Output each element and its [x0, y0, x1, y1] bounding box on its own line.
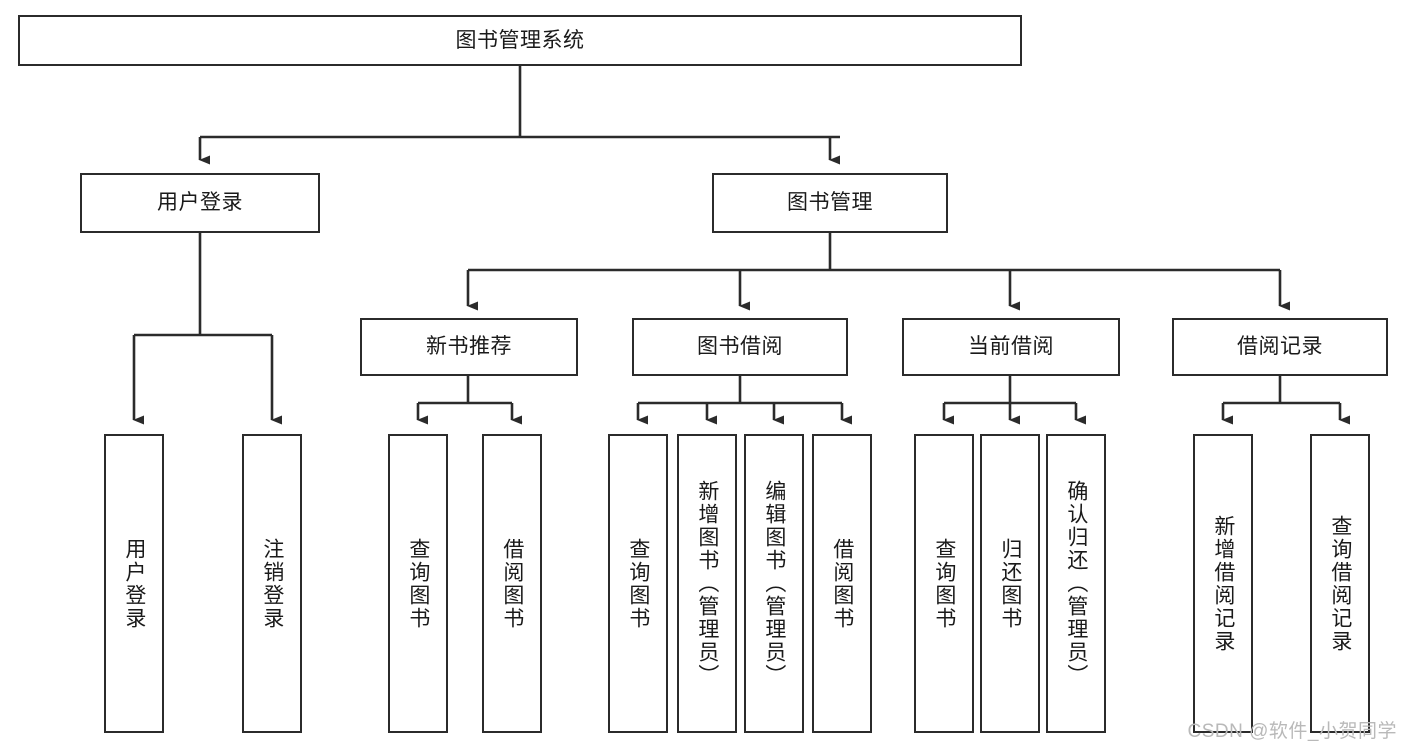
node-leaf-user-logout[interactable]: 注销登录: [242, 434, 302, 733]
node-leaf-return-book[interactable]: 归还图书: [980, 434, 1040, 733]
node-leaf-edit-book[interactable]: 编辑图书（管理员）: [744, 434, 804, 733]
node-current-borrow-label: 当前借阅: [968, 335, 1054, 359]
node-book-manage-label: 图书管理: [787, 191, 873, 215]
node-book-borrow[interactable]: 图书借阅: [632, 318, 848, 376]
node-root-label: 图书管理系统: [455, 28, 585, 52]
node-leaf-confirm-return[interactable]: 确认归还（管理员）: [1046, 434, 1106, 733]
node-leaf-user-logout-label: 注销登录: [260, 537, 284, 630]
node-book-borrow-label: 图书借阅: [697, 335, 783, 359]
node-leaf-query-book-2[interactable]: 查询图书: [608, 434, 668, 733]
node-leaf-add-book[interactable]: 新增图书（管理员）: [677, 434, 737, 733]
node-leaf-add-record-label: 新增借阅记录: [1211, 514, 1235, 653]
node-leaf-query-book-1[interactable]: 查询图书: [388, 434, 448, 733]
node-leaf-add-book-label: 新增图书（管理员）: [695, 480, 719, 687]
node-borrow-record-label: 借阅记录: [1237, 335, 1323, 359]
node-user-login-label: 用户登录: [157, 191, 243, 215]
node-leaf-borrow-book-1-label: 借阅图书: [500, 537, 524, 630]
node-leaf-query-book-2-label: 查询图书: [626, 537, 650, 630]
node-new-book-recommend-label: 新书推荐: [426, 335, 512, 359]
node-new-book-recommend[interactable]: 新书推荐: [360, 318, 578, 376]
node-leaf-query-book-3[interactable]: 查询图书: [914, 434, 974, 733]
node-leaf-user-login-label: 用户登录: [122, 537, 146, 630]
node-leaf-user-login[interactable]: 用户登录: [104, 434, 164, 733]
node-leaf-confirm-return-label: 确认归还（管理员）: [1064, 480, 1088, 687]
node-leaf-borrow-book-2-label: 借阅图书: [830, 537, 854, 630]
node-leaf-return-book-label: 归还图书: [998, 537, 1022, 630]
node-leaf-query-book-3-label: 查询图书: [932, 537, 956, 630]
node-leaf-query-record[interactable]: 查询借阅记录: [1310, 434, 1370, 733]
node-current-borrow[interactable]: 当前借阅: [902, 318, 1120, 376]
node-user-login[interactable]: 用户登录: [80, 173, 320, 233]
node-root[interactable]: 图书管理系统: [18, 15, 1022, 66]
node-book-manage[interactable]: 图书管理: [712, 173, 948, 233]
node-leaf-borrow-book-2[interactable]: 借阅图书: [812, 434, 872, 733]
node-leaf-edit-book-label: 编辑图书（管理员）: [762, 480, 786, 687]
node-leaf-borrow-book-1[interactable]: 借阅图书: [482, 434, 542, 733]
node-leaf-query-book-1-label: 查询图书: [406, 537, 430, 630]
node-leaf-query-record-label: 查询借阅记录: [1328, 514, 1352, 653]
csdn-watermark: CSDN @软件_小贺同学: [1187, 721, 1397, 742]
node-borrow-record[interactable]: 借阅记录: [1172, 318, 1388, 376]
node-leaf-add-record[interactable]: 新增借阅记录: [1193, 434, 1253, 733]
